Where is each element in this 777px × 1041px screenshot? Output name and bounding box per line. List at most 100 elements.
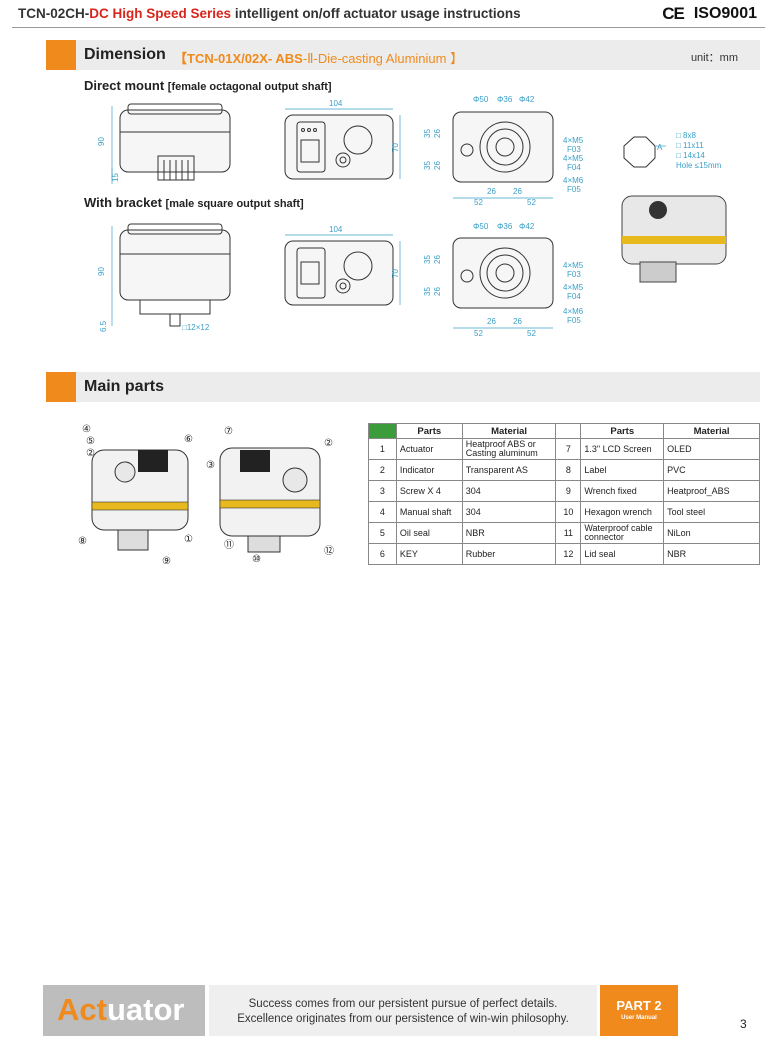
slogan-line-1: Success comes from our persistent pursue…: [248, 998, 558, 1010]
svg-text:④: ④: [82, 424, 91, 435]
svg-text:Hole ≤15mm: Hole ≤15mm: [676, 161, 722, 170]
actuator-rear-view: [219, 447, 321, 553]
svg-text:Φ42: Φ42: [519, 222, 535, 231]
side-view-bracket: 90 6.5 □12×12: [97, 223, 231, 332]
svg-text:52: 52: [474, 198, 483, 207]
col-material-2: Material: [663, 423, 760, 439]
table-header-row: Parts Material Parts Material: [368, 423, 760, 439]
main-parts-title: Main parts: [84, 378, 165, 395]
with-bracket-heading: With bracket [male square output shaft]: [84, 195, 304, 210]
table-row: 1 Actuator Heatproof ABS or Casting alum…: [368, 438, 760, 460]
svg-text:70: 70: [391, 143, 400, 152]
svg-text:F04: F04: [567, 163, 581, 172]
user-manual-label: User Manual: [621, 1015, 657, 1021]
svg-text:26: 26: [487, 187, 496, 196]
svg-text:26: 26: [513, 317, 522, 326]
bottom-view-bracket: Φ50 Φ36 Φ42 35 26 35 26 26 26 52 52 4×M5…: [423, 222, 584, 338]
svg-text:26: 26: [433, 287, 442, 296]
svg-text:Φ36: Φ36: [497, 95, 513, 104]
svg-text:⑦: ⑦: [224, 426, 233, 437]
svg-text:⑩: ⑩: [252, 554, 261, 565]
top-view-direct: 104 70: [284, 99, 401, 180]
svg-text:②: ②: [86, 448, 95, 459]
svg-text:26: 26: [433, 161, 442, 170]
dimension-subtitle: 【TCN-01X/02X- ABS-Ⅱ-Die-casting Aluminiu…: [174, 51, 464, 66]
svg-text:A: A: [657, 143, 663, 152]
svg-text:90: 90: [97, 267, 106, 276]
svg-text:26: 26: [487, 317, 496, 326]
svg-text:4×M5: 4×M5: [563, 283, 584, 292]
certifications: CE ISO9001: [662, 4, 757, 24]
svg-text:4×M5: 4×M5: [563, 261, 584, 270]
svg-text:26: 26: [433, 129, 442, 138]
part-box: PART 2 User Manual: [600, 985, 678, 1036]
svg-text:①: ①: [184, 534, 193, 545]
svg-text:Φ50: Φ50: [473, 95, 489, 104]
svg-text:F03: F03: [567, 145, 581, 154]
svg-text:15: 15: [111, 173, 120, 182]
col-parts: Parts: [395, 423, 463, 439]
slogan-box: Success comes from our persistent pursue…: [209, 985, 597, 1036]
svg-text:F05: F05: [567, 185, 581, 194]
svg-text:90: 90: [97, 137, 106, 146]
slogan-line-2: Excellence originates from our persisten…: [237, 1013, 569, 1025]
col-parts-2: Parts: [580, 423, 665, 439]
svg-text:□ 14x14: □ 14x14: [676, 151, 705, 160]
direct-mount-heading: Direct mount [female octagonal output sh…: [84, 78, 332, 93]
svg-text:35: 35: [423, 255, 432, 264]
svg-text:□12×12: □12×12: [182, 323, 210, 332]
svg-text:104: 104: [329, 225, 343, 234]
svg-text:F03: F03: [567, 270, 581, 279]
bottom-view-direct: Φ50 Φ36 Φ42 35 26 35 26 26 26 52 52 4×M5…: [423, 95, 584, 207]
parts-illustration: ④ ⑤ ② ⑥ ③ ① ⑧ ⑨ ⑦ ② ⑪ ⑩ ⑫: [78, 424, 334, 567]
svg-text:52: 52: [474, 329, 483, 338]
col-blank: [555, 423, 582, 439]
parts-table: Parts Material Parts Material 1 Actuator…: [368, 423, 760, 565]
svg-text:4×M6: 4×M6: [563, 176, 584, 185]
actuator-product-image: [621, 195, 727, 283]
page-footer: Actuator Success comes from our persiste…: [43, 985, 688, 1036]
section-marker: [46, 372, 76, 402]
table-row: 4 Manual shaft 304 10 Hexagon wrench Too…: [368, 501, 760, 523]
dimension-title: Dimension: [84, 46, 166, 63]
side-view-direct: 90 15: [97, 103, 231, 184]
svg-text:□ 11x11: □ 11x11: [676, 141, 704, 150]
page-number: 3: [740, 1017, 747, 1031]
section-marker: [46, 40, 76, 70]
svg-text:⑧: ⑧: [78, 536, 87, 547]
svg-text:35: 35: [423, 161, 432, 170]
col-material: Material: [461, 423, 557, 439]
table-row: 2 Indicator Transparent AS 8 Label PVC: [368, 459, 760, 481]
svg-text:26: 26: [433, 255, 442, 264]
svg-text:F04: F04: [567, 292, 581, 301]
main-parts-section-bar: Main parts: [46, 372, 760, 402]
svg-text:Φ50: Φ50: [473, 222, 489, 231]
svg-text:4×M5: 4×M5: [563, 136, 584, 145]
svg-text:Φ36: Φ36: [497, 222, 513, 231]
header-divider: [12, 27, 765, 28]
svg-text:6.5: 6.5: [99, 320, 108, 332]
unit-label: unit：mm: [690, 52, 738, 64]
svg-text:104: 104: [329, 99, 343, 108]
table-row: 3 Screw X 4 304 9 Wrench fixed Heatproof…: [368, 480, 760, 502]
iso-mark: ISO9001: [693, 5, 757, 22]
svg-text:4×M6: 4×M6: [563, 307, 584, 316]
svg-text:52: 52: [527, 198, 536, 207]
brand-wordmark: Actuator: [57, 992, 185, 1027]
svg-text:70: 70: [391, 269, 400, 278]
svg-text:□ 8x8: □ 8x8: [676, 131, 697, 140]
svg-text:⑥: ⑥: [184, 434, 193, 445]
shaft-size-diagram: A □ 8x8 □ 11x11 □ 14x14 Hole ≤15mm: [623, 131, 722, 170]
page-header: TCN-02CH-DC High Speed Series intelligen…: [0, 0, 777, 28]
svg-text:⑨: ⑨: [162, 556, 171, 567]
actuator-front-view: [91, 449, 189, 551]
svg-text:4×M5: 4×M5: [563, 154, 584, 163]
svg-text:⑫: ⑫: [324, 545, 334, 557]
dimension-drawings: 90 15 104 70 Φ50 Φ36 Φ42 35 26 35 26 26 …: [97, 95, 727, 338]
svg-text:26: 26: [513, 187, 522, 196]
dimension-section-bar: Dimension 【TCN-01X/02X- ABS-Ⅱ-Die-castin…: [46, 40, 760, 70]
table-row: 5 Oil seal NBR 11 Waterproof cable conne…: [368, 522, 760, 544]
table-row: 6 KEY Rubber 12 Lid seal NBR: [368, 543, 760, 565]
svg-text:③: ③: [206, 460, 215, 471]
svg-text:35: 35: [423, 287, 432, 296]
